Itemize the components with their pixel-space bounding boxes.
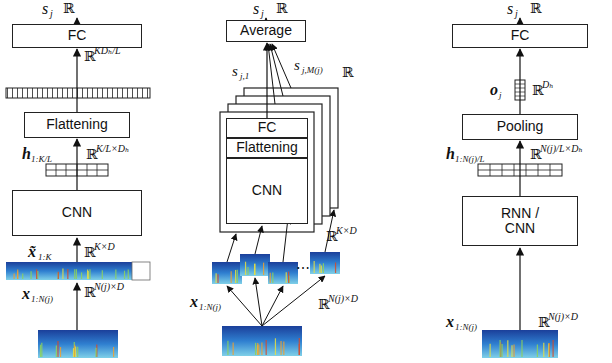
math-label: ℝ [532,84,544,98]
process-box: Pooling [462,114,578,140]
math-label: ℝ [318,298,330,312]
math-label: s [294,58,300,73]
process-box: CNN [12,190,142,236]
math-label: 1:K/L [31,155,52,164]
process-box: RNN / CNN [462,196,578,246]
box-label: CNN [62,205,92,220]
math-label: 1:N(j) [31,295,53,304]
math-label: K×D [94,242,115,252]
process-box: FC [12,24,142,48]
arrow-connector [76,139,77,190]
box-label: Average [240,23,292,38]
math-label: j,1 [240,72,249,81]
box-label: FC [258,120,277,135]
math-label: j [50,9,53,19]
math-label: j [499,91,502,100]
process-box: CNN [226,158,308,224]
box-label: Flattening [46,117,107,132]
math-label: j [515,9,518,19]
process-box: FC [226,118,308,138]
math-label: j,M(j) [302,66,323,75]
math-label: ℝ [86,148,98,162]
box-label: Pooling [497,119,544,134]
spectrogram [240,254,270,276]
math-label: ℝ [63,2,75,16]
box-label: CNN [252,183,282,198]
process-box: Flattening [24,112,130,138]
math-label: N(j)×D [94,282,124,292]
process-box: FC [452,24,588,48]
math-label: ℝ [530,148,542,162]
math-label: 1:N(j) [199,303,221,312]
math-label: 1:K [38,253,52,262]
math-label: ℝ [84,286,96,300]
math-label: K/L×Dₕ [96,144,129,154]
math-label: s [253,1,259,17]
math-label: o [490,82,498,98]
spectrogram [310,252,340,274]
math-label: s [507,1,513,17]
math-label: x [190,294,198,310]
box-label: RNN / CNN [497,206,543,237]
math-label: ℝ [538,316,550,330]
spectrogram [6,262,132,280]
box-label: FC [68,28,87,43]
math-label: KDₕ/L [94,46,121,56]
math-label: h [22,146,31,162]
math-label: ℝ [276,2,288,16]
math-label: N(j)/L×Dₕ [540,144,583,154]
spectrogram [212,262,242,284]
math-label: j [261,9,264,19]
math-label: x [22,286,30,302]
process-box: Average [226,20,306,42]
math-label: x̃ [28,244,36,260]
spectrogram [268,262,298,284]
math-label: N(j)×D [548,312,578,322]
math-label: x [446,314,454,330]
math-label: ℝ [84,50,96,64]
math-label: ⋯ [296,262,310,276]
arrow-connector [519,141,520,196]
math-label: s [232,64,238,79]
math-label: Dₕ [542,80,554,90]
math-label: ℝ [342,66,354,80]
math-label: K×D [336,226,357,236]
math-label: 1:N(j) [455,323,477,332]
box-label: FC [511,28,530,43]
spectrogram [38,330,118,358]
math-label: ℝ [84,246,96,260]
math-label: s [42,1,48,17]
arrow-connector [76,49,77,112]
math-label: N(j)×D [328,294,358,304]
math-label: 1:N(j)/L [455,155,485,164]
math-label: h [446,146,455,162]
math-label: ℝ [530,2,542,16]
spectrogram [222,326,302,356]
arrow-connector [519,49,520,114]
arrow-connector [266,43,267,118]
process-box: Flattening [226,138,308,158]
box-label: Flattening [236,140,297,155]
math-label: ℝ [326,230,338,244]
spectrogram [482,330,558,358]
